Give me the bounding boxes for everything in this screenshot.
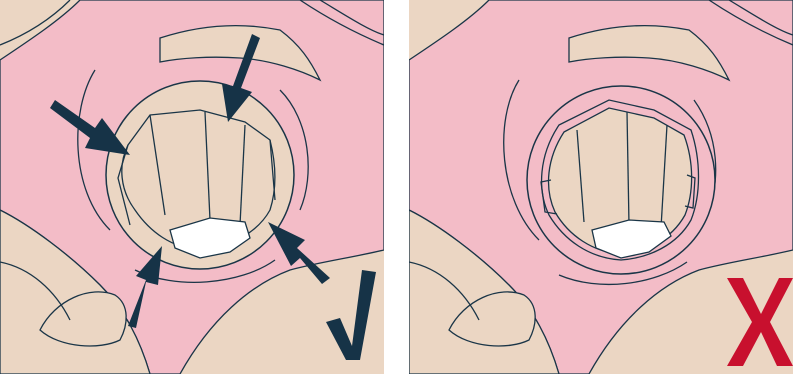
incorrect-fit-illustration xyxy=(409,0,793,374)
panel-incorrect-fit xyxy=(409,0,793,374)
correct-fit-illustration xyxy=(0,0,384,374)
panel-correct-fit xyxy=(0,0,384,374)
